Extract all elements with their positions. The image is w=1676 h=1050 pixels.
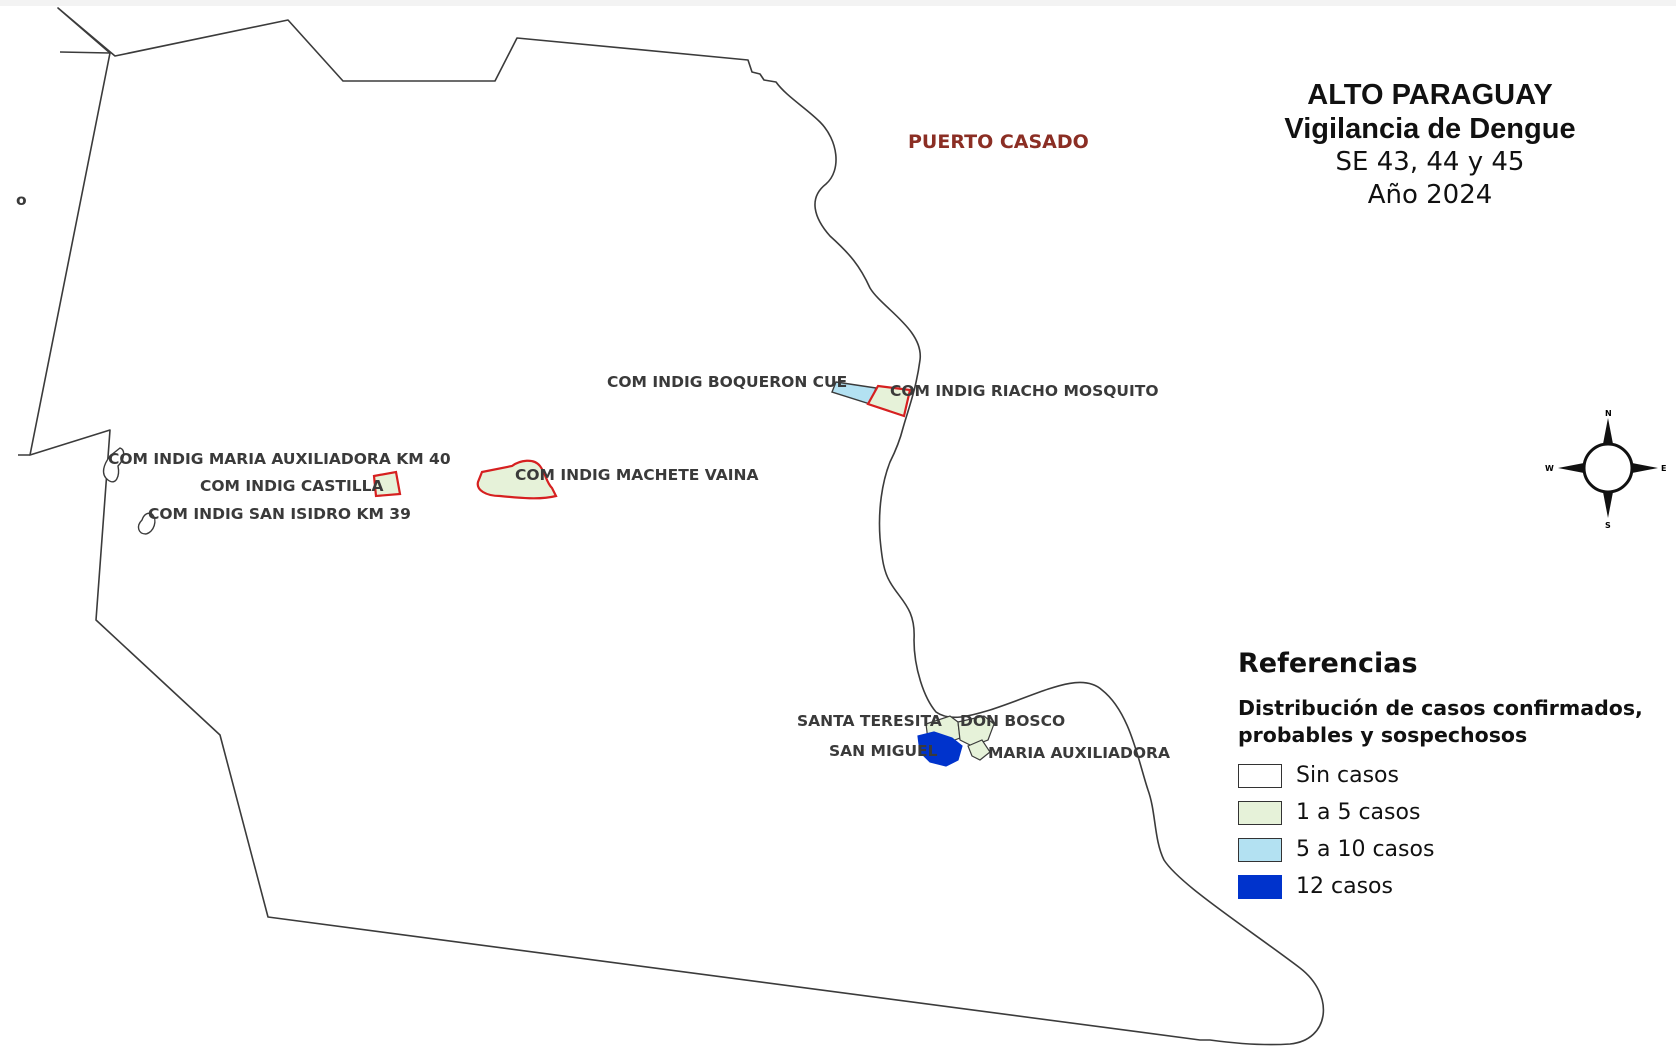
watermark-band — [0, 0, 1676, 6]
legend-item-label: 1 a 5 casos — [1296, 800, 1421, 825]
title-line-3: SE 43, 44 y 45 — [1335, 147, 1525, 177]
locality-riacho-mosquito — [866, 384, 912, 418]
legend-item-label: 12 casos — [1296, 874, 1393, 899]
locality-machete-vaina — [476, 459, 558, 500]
label-castilla: COM INDIG CASTILLA — [200, 477, 384, 495]
legend-subtitle-line-2: probables y sospechosos — [1238, 723, 1528, 747]
locality-maria-km40 — [102, 447, 125, 483]
compass-west: W — [1545, 464, 1554, 473]
district-boundary — [29, 7, 1325, 1046]
compass-rose: N S W E — [1545, 409, 1666, 530]
label-san-miguel: SAN MIGUEL — [829, 742, 938, 760]
legend: Referencias Distribución de casos confir… — [1238, 648, 1676, 905]
legend-subtitle-line-1: Distribución de casos confirmados, — [1238, 696, 1643, 720]
legend-swatch — [1238, 763, 1282, 788]
legend-swatch — [1238, 874, 1282, 899]
label-boqueron-cue: COM INDIG BOQUERON CUE — [607, 373, 847, 391]
label-riacho-mosquito: COM INDIG RIACHO MOSQUITO — [890, 382, 1159, 400]
label-machete-vaina: COM INDIG MACHETE VAINA — [515, 466, 758, 484]
compass-north: N — [1605, 409, 1612, 418]
legend-item-12-casos: 12 casos — [1238, 868, 1676, 905]
legend-title: Referencias — [1238, 648, 1418, 679]
label-san-isidro: COM INDIG SAN ISIDRO KM 39 — [148, 505, 411, 523]
title-line-4: Año 2024 — [1367, 180, 1493, 210]
neighbor-boundary — [18, 51, 111, 456]
locality-castilla — [372, 470, 402, 498]
locality-san-miguel — [917, 731, 963, 767]
locality-don-bosco — [957, 715, 995, 747]
legend-item-sin-casos: Sin casos — [1238, 757, 1676, 794]
legend-subtitle: Distribución de casos confirmados, proba… — [1238, 695, 1676, 749]
compass-east: E — [1661, 464, 1666, 473]
legend-swatch — [1238, 837, 1282, 862]
title-line-2: Vigilancia de Dengue — [1284, 113, 1576, 145]
legend-item-label: Sin casos — [1296, 763, 1399, 788]
legend-item-label: 5 a 10 casos — [1296, 837, 1435, 862]
label-puerto-casado: PUERTO CASADO — [908, 131, 1089, 153]
legend-item-1-5-casos: 1 a 5 casos — [1238, 794, 1676, 831]
locality-maria-auxiliadora — [967, 739, 991, 761]
label-don-bosco: DON BOSCO — [960, 712, 1065, 730]
map-title: ALTO PARAGUAY Vigilancia de Dengue SE 43… — [1230, 78, 1630, 212]
title-line-1: ALTO PARAGUAY — [1307, 79, 1553, 111]
legend-item-5-10-casos: 5 a 10 casos — [1238, 831, 1676, 868]
label-edge: o — [16, 191, 27, 209]
legend-swatch — [1238, 800, 1282, 825]
compass-south: S — [1605, 521, 1611, 530]
locality-san-isidro — [137, 512, 156, 535]
label-santa-teresita: SANTA TERESITA — [797, 712, 942, 730]
label-maria-auxiliadora: MARIA AUXILIADORA — [988, 744, 1170, 762]
label-maria-km40: COM INDIG MARIA AUXILIADORA KM 40 — [108, 450, 451, 468]
